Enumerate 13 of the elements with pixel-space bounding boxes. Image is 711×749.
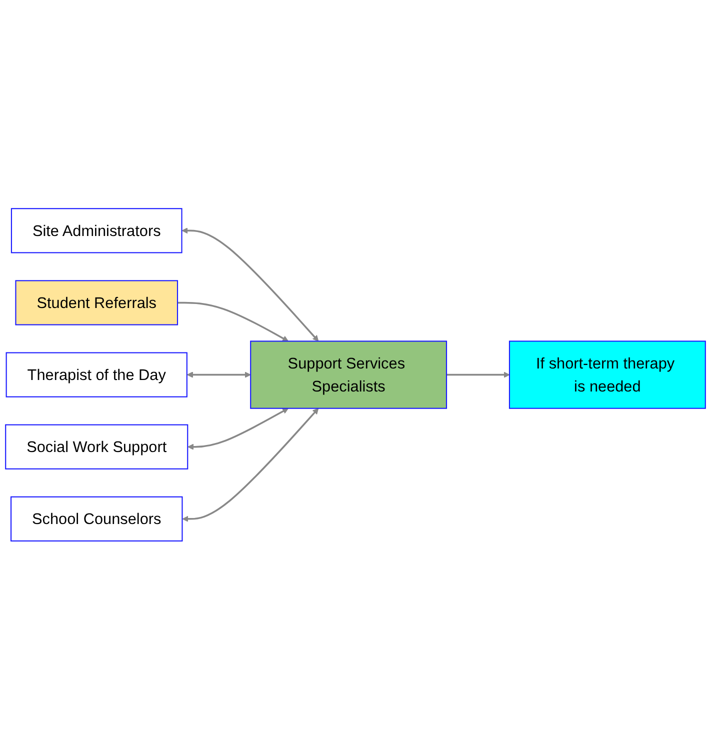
arrow [182,408,319,522]
arrow [182,227,319,342]
arrow [186,371,251,378]
node-box: Site Administrators [10,208,182,253]
node-box: If short-term therapy is needed [508,340,706,409]
node-box: School Counselors [10,496,183,542]
node-box: Support Services Specialists [250,340,448,409]
arrow [178,302,288,342]
node-box: Student Referrals [15,280,178,325]
arrow [188,408,288,450]
arrow [446,371,510,378]
node-box: Therapist of the Day [6,352,188,398]
node-box: Social Work Support [5,424,188,470]
